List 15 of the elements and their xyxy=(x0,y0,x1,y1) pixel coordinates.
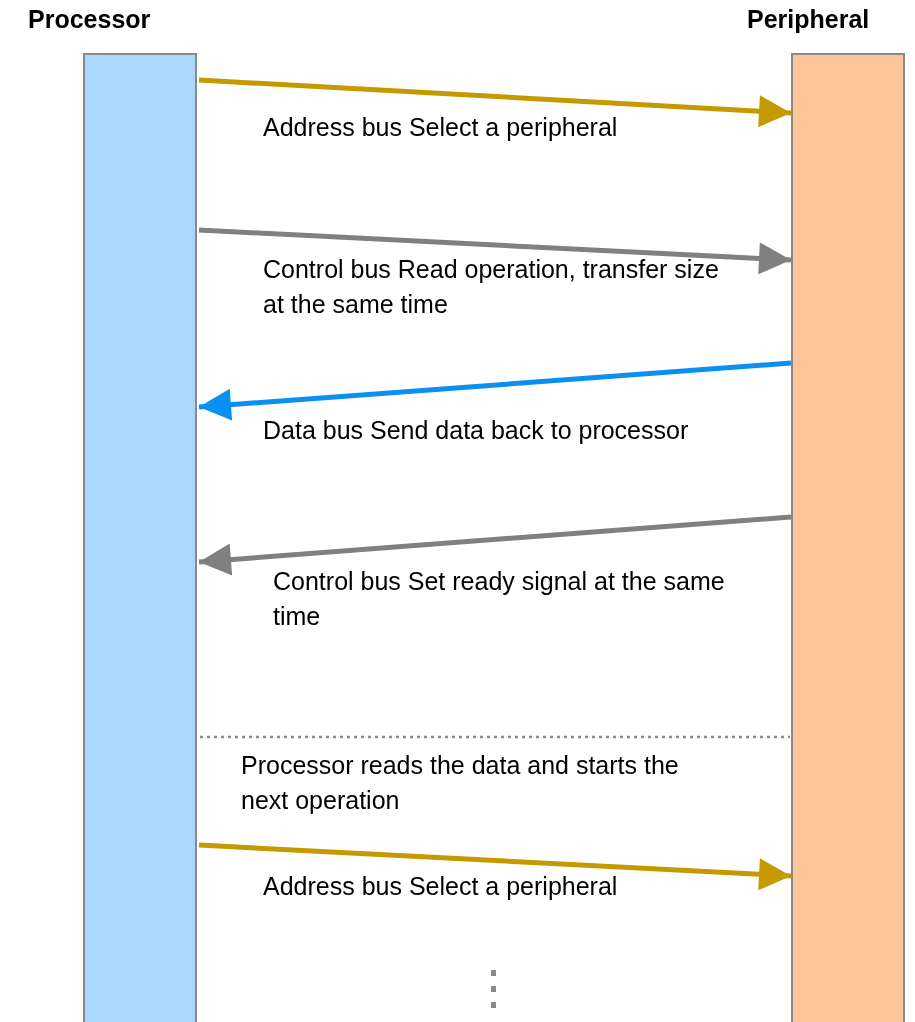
edge-label: Control bus Read operation, transfer size at the same time xyxy=(263,254,720,320)
edge-label: Address bus Select a peripheral xyxy=(263,871,619,902)
edge-label: Address bus Select a peripheral xyxy=(263,112,619,143)
lifeline-bar xyxy=(791,53,905,1022)
arrow xyxy=(198,514,792,576)
arrow xyxy=(198,227,792,275)
arrow xyxy=(198,842,792,891)
arrow xyxy=(198,77,792,128)
lifeline-heading: Processor xyxy=(28,5,151,34)
arrow xyxy=(198,360,792,421)
lifeline-bar xyxy=(83,53,197,1022)
note-text: Processor reads the data and starts the next operation xyxy=(241,750,680,816)
edge-label: Data bus Send data back to processor xyxy=(263,415,690,446)
lifeline-heading: Peripheral xyxy=(747,5,870,34)
edge-label: Control bus Set ready signal at the same time xyxy=(273,566,726,632)
